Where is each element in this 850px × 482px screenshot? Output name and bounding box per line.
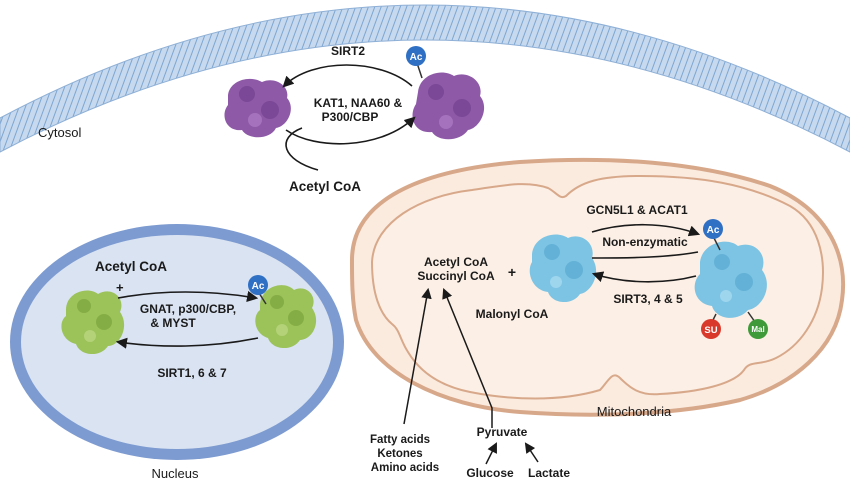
svg-text:Mal: Mal (751, 325, 764, 334)
svg-text:Ac: Ac (410, 52, 423, 63)
cell-membrane (0, 4, 850, 153)
ac-badge-cytosol: Ac (406, 46, 426, 66)
sirt1-label: SIRT1, 6 & 7 (157, 366, 227, 380)
gnat-label: GNAT, p300/CBP, (140, 302, 236, 316)
plus-mito: + (508, 264, 516, 280)
arrow-gnat (117, 290, 259, 302)
arrow-gcn5l1 (591, 223, 701, 237)
arrow-sirt3 (591, 271, 697, 283)
ac-stalk-nucleus (258, 292, 267, 305)
arrow-sirt1 (115, 337, 259, 349)
fatty-acids-label: Fatty acids (370, 434, 430, 446)
cytosol-protein-acetylated (412, 72, 485, 140)
arrow-lactate (524, 442, 539, 463)
myst-label: & MYST (150, 316, 196, 330)
malonyl-coa-label: Malonyl CoA (476, 307, 549, 321)
svg-text:Ac: Ac (252, 281, 265, 292)
succinyl-coa-label: Succinyl CoA (417, 269, 495, 283)
cytosol-label: Cytosol (38, 125, 81, 140)
mal-badge: Mal (748, 319, 768, 339)
arrow-non-enzymatic (591, 251, 699, 259)
arrow-acetylcoa-cytosol (285, 127, 319, 171)
gcn5l1-label: GCN5L1 & ACAT1 (586, 203, 688, 217)
su-badge: SU (701, 319, 721, 339)
arrow-sirt2 (282, 64, 413, 88)
acetyl-coa-nucleus-label: Acetyl CoA (95, 259, 167, 274)
mito-protein-acetylated (694, 241, 767, 318)
ac-badge-mito: Ac (703, 219, 723, 239)
ac-badge-nucleus: Ac (248, 275, 268, 295)
plus-nucleus: + (116, 280, 124, 295)
sirt3-label: SIRT3, 4 & 5 (613, 292, 683, 306)
non-enzymatic-label: Non-enzymatic (602, 235, 688, 249)
mito-protein-unmodified (529, 234, 597, 303)
arrow-kat1 (285, 116, 416, 145)
pyruvate-label: Pyruvate (477, 425, 528, 439)
lactate-label: Lactate (528, 466, 570, 480)
nucleus-protein-acetylated (255, 285, 317, 349)
svg-text:Ac: Ac (707, 225, 720, 236)
acetyl-coa-mito-label: Acetyl CoA (424, 255, 488, 269)
nucleus-protein-unmodified (61, 290, 125, 355)
amino-acids-label: Amino acids (371, 462, 439, 474)
p300-label: P300/CBP (322, 110, 379, 124)
ketones-label: Ketones (377, 448, 422, 460)
arrow-glucose (485, 442, 497, 465)
mitochondrion (349, 157, 845, 417)
arrow-fatty-acids (403, 287, 432, 425)
acetyl-coa-cytosol-label: Acetyl CoA (289, 179, 361, 194)
glucose-label: Glucose (466, 466, 514, 480)
arrow-pyruvate (442, 288, 493, 428)
mitochondria-label: Mitochondria (597, 404, 672, 419)
ac-stalk-mito (713, 237, 721, 251)
svg-text:SU: SU (704, 325, 717, 336)
cytosol-protein-unmodified (224, 78, 291, 138)
nucleus-label: Nucleus (152, 466, 199, 481)
kat1-label: KAT1, NAA60 & (314, 96, 403, 110)
sirt2-label: SIRT2 (331, 44, 365, 58)
